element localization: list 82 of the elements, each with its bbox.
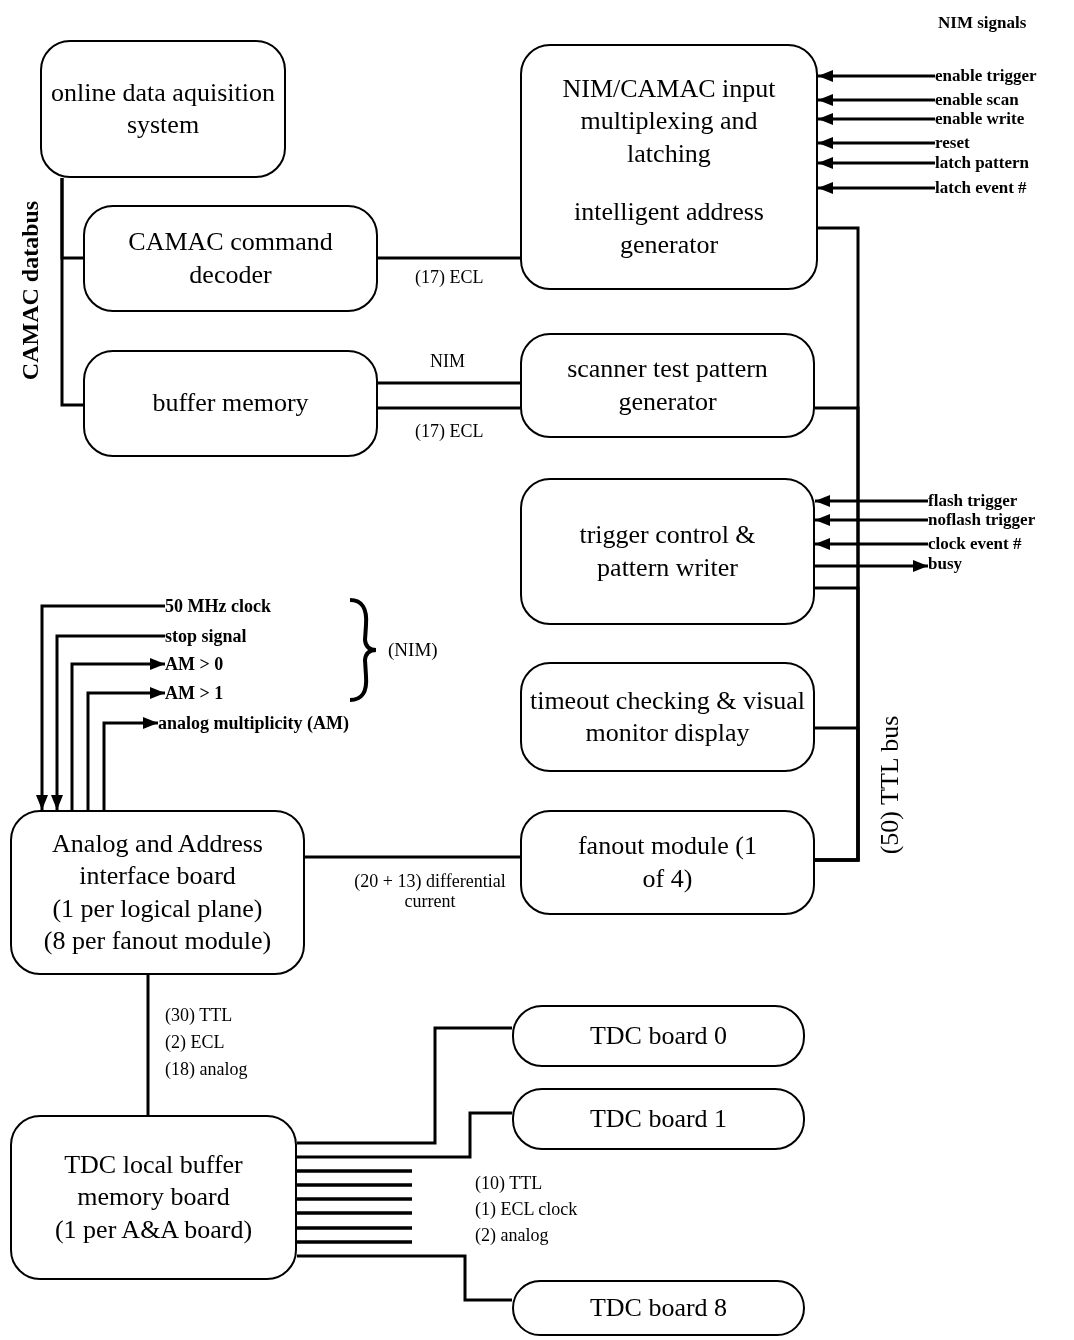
box-text: NIM/CAMAC input multiplexing and latching	[561, 72, 777, 170]
edge-label: (17) ECL	[415, 268, 484, 288]
connector-line	[297, 1254, 512, 1302]
bus-label: (50) TTL bus	[874, 715, 905, 855]
signal-name: enable trigger	[935, 67, 1037, 84]
box-text: TDC local buffer memory board	[63, 1148, 244, 1214]
connector-line	[378, 256, 520, 260]
signal-name: analog multiplicity (AM)	[158, 714, 349, 732]
box-text: (1 per logical plane)	[52, 892, 263, 925]
arrow	[36, 604, 165, 810]
signal-name: flash trigger	[928, 492, 1018, 509]
process-box	[512, 1280, 805, 1336]
box-text: TDC board 1	[589, 1102, 728, 1135]
signal-name: latch event #	[935, 179, 1027, 196]
process-box	[40, 40, 286, 178]
connector-line	[378, 381, 520, 385]
arrow	[818, 182, 935, 194]
connector-line	[305, 855, 520, 859]
bus-label: CAMAC databus	[16, 200, 44, 380]
arrow	[102, 717, 158, 810]
process-box	[520, 662, 815, 772]
process-box	[10, 1115, 297, 1280]
box-text: scanner test pattern generator	[566, 353, 769, 418]
box-text: trigger control & pattern writer	[578, 519, 757, 584]
signal-name: stop signal	[165, 627, 247, 645]
signal-name: clock event #	[928, 535, 1022, 552]
arrow	[815, 538, 928, 550]
process-box	[10, 810, 305, 975]
arrow	[815, 495, 928, 507]
signal-count: (1) ECL clock	[475, 1200, 578, 1220]
arrow	[818, 113, 935, 125]
connector-line	[60, 178, 83, 407]
box-text: online data aquisition system	[50, 76, 276, 141]
signal-name: latch pattern	[935, 154, 1029, 171]
arrow	[70, 658, 165, 810]
connector-line	[297, 1111, 512, 1159]
arrow	[818, 137, 935, 149]
connector-line	[378, 406, 520, 410]
process-box	[512, 1088, 805, 1150]
box-text: Analog and Address interface board	[51, 827, 264, 892]
signal-name: enable write	[935, 110, 1025, 127]
signal-name: AM > 0	[165, 655, 224, 673]
signal-name: 50 MHz clock	[165, 597, 271, 615]
arrow	[815, 560, 928, 572]
process-box	[83, 350, 378, 457]
group-label: (NIM)	[388, 640, 438, 661]
process-box	[520, 810, 815, 915]
box-text: buffer memory	[152, 387, 309, 420]
arrow	[815, 514, 928, 526]
arrow	[818, 70, 935, 82]
connector-line	[815, 726, 860, 862]
signal-count: (10) TTL	[475, 1174, 543, 1194]
arrow	[86, 687, 165, 810]
process-box	[520, 478, 815, 625]
signal-name: noflash trigger	[928, 511, 1036, 528]
box-text: CAMAC command decoder	[127, 226, 334, 291]
box-text: TDC board 0	[589, 1019, 728, 1052]
process-box	[520, 44, 818, 290]
signal-name: reset	[935, 134, 970, 151]
box-text: (8 per fanout module)	[43, 925, 272, 957]
connector-line	[297, 1026, 512, 1145]
signal-count: (2) ECL	[165, 1033, 225, 1053]
process-box	[512, 1005, 805, 1067]
arrow	[818, 157, 935, 169]
signal-name: enable scan	[935, 91, 1019, 108]
signal-count: (2) analog	[475, 1226, 549, 1246]
process-box	[83, 205, 378, 312]
box-text: intelligent address generator	[573, 196, 765, 261]
process-box	[520, 333, 815, 438]
box-text: TDC board 8	[589, 1291, 728, 1324]
box-text: (1 per A&A board)	[54, 1213, 253, 1246]
edge-label: (17) ECL	[415, 422, 484, 442]
box-text: fanout module (1 of 4)	[576, 830, 759, 895]
box-text: timeout checking & visual monitor display	[528, 684, 807, 749]
heading: NIM signals	[938, 14, 1027, 33]
arrow	[51, 634, 165, 810]
connector-line	[146, 975, 150, 1115]
arrow	[818, 94, 935, 106]
signal-name: AM > 1	[165, 684, 224, 702]
signal-count: (30) TTL	[165, 1006, 233, 1026]
signal-name: busy	[928, 555, 963, 572]
signal-count: (18) analog	[165, 1060, 248, 1080]
